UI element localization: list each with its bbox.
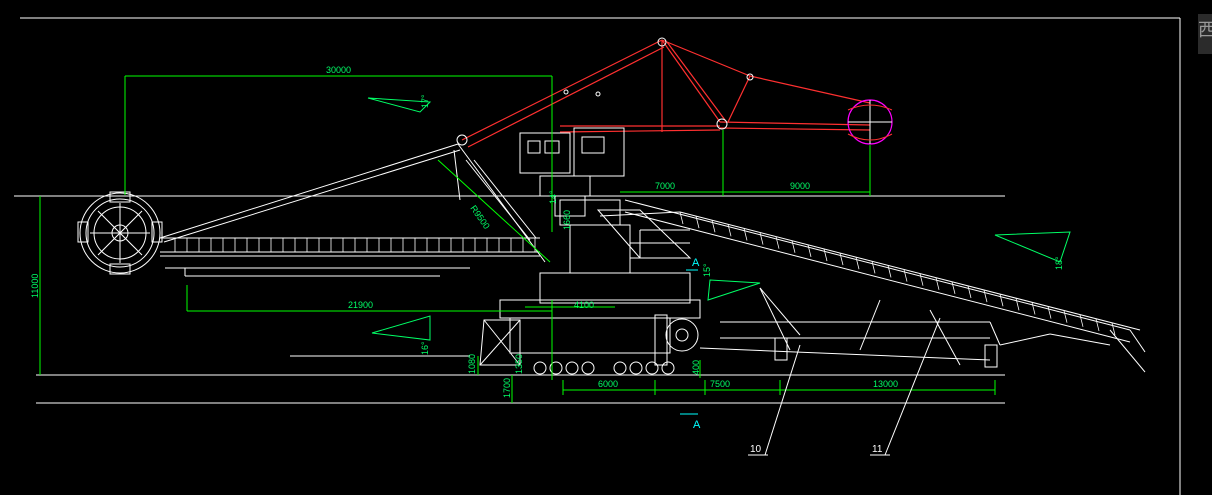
angle-17: 17° [420,94,430,108]
bogie-wheel [533,361,547,375]
conveyor-roller [871,261,876,274]
bucket-wheel [77,191,163,275]
dim-1350: 1350 [514,354,524,374]
conveyor-roller [903,269,908,282]
angle-14: 14° [548,190,558,204]
conveyor-roller [823,248,828,262]
dim-11000: 11000 [30,274,40,298]
bogie-wheel [613,361,627,375]
conveyor-roller [711,220,716,233]
dim-1700: 1700 [502,378,512,398]
dimension-lines [39,75,996,403]
dim-9000: 9000 [790,181,810,191]
angle-15: 15° [702,263,712,277]
drawing-frame [20,17,1181,495]
dim-13000: 13000 [873,379,898,389]
conveyor-roller [1079,314,1084,327]
conveyor-roller [1063,310,1068,323]
boom-conveyor [160,237,540,277]
reference-lines [14,195,1005,404]
bogie-wheel [565,361,579,375]
tripper-conveyor [599,199,1146,373]
conveyor-roller [1095,318,1100,332]
boom-joints [456,37,754,146]
operator-cab [519,127,625,217]
dim-4100: 4100 [574,300,594,310]
upper-boom-truss [461,39,871,148]
conveyor-roller [791,240,796,253]
conveyor-roller [983,290,988,303]
conveyor-roller [1047,306,1052,319]
leader-label-11: 11 [872,444,883,455]
conveyor-roller [727,224,732,237]
conveyor-roller [999,294,1004,307]
conveyor-roller [759,232,764,245]
conveyor-roller [743,228,748,241]
dim-1660: 1660 [562,210,572,230]
dim-30000: 30000 [326,65,351,75]
conveyor-roller [951,281,956,295]
part-leaders: 10 11 [748,317,941,456]
angle-16: 16° [420,341,430,355]
leader-label-10: 10 [750,444,762,455]
conveyor-roller [919,273,924,286]
slewing-platform [499,199,701,354]
conveyor-roller [1031,302,1036,315]
corner-title-glyph: 西 [1198,14,1212,54]
conveyor-roller [1111,322,1116,336]
dim-7000: 7000 [655,181,675,191]
bogie-wheel [581,361,595,375]
dim-1080: 1080 [467,354,477,374]
dim-r9500: R9500 [468,203,491,230]
conveyor-roller [839,253,844,266]
section-marks: A A [680,257,701,431]
bogie-wheel [661,361,675,375]
conveyor-roller [695,216,700,229]
conveyor-roller [855,257,860,270]
section-mark-lower: A [693,419,701,431]
conveyor-roller [887,265,892,278]
conveyor-roller [775,236,780,249]
conveyor-roller [967,285,972,299]
tripper-conveyor-rollers [679,211,1116,336]
conveyor-roller [679,211,684,225]
boom-conveyor-truss [174,238,536,252]
dim-21900: 21900 [348,300,373,310]
conveyor-roller [935,277,940,290]
counterweight [847,99,893,145]
stay-ropes [159,143,546,263]
conveyor-roller [807,244,812,257]
dimension-labels: 30000 21900 4100 6000 7500 13000 7000 90… [30,65,1064,398]
travel-bogies [533,361,675,375]
dim-6000: 6000 [598,379,618,389]
angle-18: 18° [1054,256,1064,270]
angle-indicators [367,97,1071,341]
bogie-wheel [629,361,643,375]
section-mark-upper: A [692,257,700,269]
dim-400: 400 [691,360,701,375]
bogie-wheel [645,361,659,375]
portal-frame [479,314,699,366]
bogie-wheel [549,361,563,375]
dim-7500: 7500 [710,379,730,389]
receiving-hopper [596,209,692,259]
conveyor-roller [1015,298,1020,311]
